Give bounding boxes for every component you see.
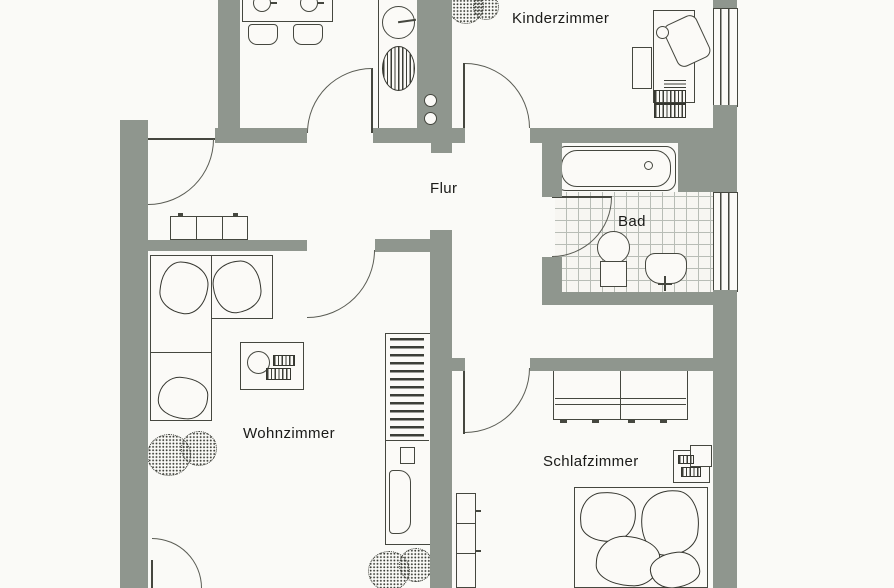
wall-right-c bbox=[713, 290, 737, 588]
shelf-divider bbox=[386, 440, 429, 442]
room-label-schlafzimmer: Schlafzimmer bbox=[543, 453, 639, 470]
shelf-divider bbox=[457, 523, 475, 525]
wardrobe-foot bbox=[560, 420, 567, 423]
hifi-speaker bbox=[678, 455, 694, 464]
wall-flur-top-stub bbox=[431, 143, 452, 153]
wall-bad-left-top bbox=[542, 143, 562, 197]
cup-handle bbox=[270, 2, 277, 4]
wall-left bbox=[120, 120, 148, 588]
plant bbox=[399, 548, 433, 582]
room-label-wohnzimmer: Wohnzimmer bbox=[243, 425, 336, 442]
washbasin bbox=[597, 231, 630, 264]
wall-schlafzimmer-top bbox=[530, 358, 713, 371]
shelf-divider bbox=[457, 553, 475, 555]
wardrobe-foot bbox=[628, 420, 635, 423]
washbasin-pedestal bbox=[600, 261, 627, 287]
wall-corridor bbox=[430, 230, 452, 588]
wardrobe-rail bbox=[555, 404, 686, 406]
entry-door-swing bbox=[148, 139, 214, 205]
bathtub-inner bbox=[561, 150, 671, 187]
wall-right-a bbox=[713, 0, 737, 8]
wardrobe-divider bbox=[620, 369, 622, 419]
bathtub-drain bbox=[644, 161, 653, 170]
shaft-symbol bbox=[424, 112, 437, 125]
books bbox=[390, 338, 424, 438]
wall-tub-right bbox=[678, 143, 713, 192]
wall-flur-top-c bbox=[530, 128, 715, 143]
kinderzimmer-window bbox=[713, 8, 738, 107]
sideboard bbox=[170, 216, 248, 240]
entry-door-leaf bbox=[148, 138, 215, 140]
wardrobe-foot bbox=[660, 420, 667, 423]
bedroom-shelf bbox=[456, 493, 476, 588]
magazines bbox=[266, 368, 291, 380]
wall-kitchen-left bbox=[218, 0, 240, 128]
wall-schlafzimmer-top-stub bbox=[450, 358, 465, 371]
bad-window bbox=[713, 192, 738, 292]
wall-wohnzimmer-top bbox=[148, 240, 307, 251]
kitchen-door-swing bbox=[307, 68, 372, 133]
side-table bbox=[632, 47, 652, 89]
bowl bbox=[247, 351, 270, 374]
kinderzimmer-door-leaf bbox=[463, 63, 465, 129]
wall-bad-left-bottom bbox=[542, 257, 562, 292]
room-label-bad: Bad bbox=[618, 213, 646, 230]
plant bbox=[181, 431, 217, 466]
wall-flur-top-b bbox=[373, 128, 465, 143]
cup-handle bbox=[317, 2, 324, 4]
hifi-speaker bbox=[681, 467, 701, 477]
wall-bad-bottom bbox=[542, 292, 737, 305]
wall-flur-wohnzimmer bbox=[375, 239, 430, 252]
sideboard-divider bbox=[196, 217, 198, 239]
drawer-container bbox=[654, 104, 686, 118]
paper-tray bbox=[664, 80, 686, 89]
sideboard-knob bbox=[178, 213, 183, 216]
stove-fixture bbox=[382, 46, 415, 91]
magazines bbox=[273, 355, 295, 366]
plant bbox=[368, 551, 410, 588]
plant bbox=[473, 0, 499, 20]
desk-lamp bbox=[656, 26, 669, 39]
kinderzimmer-door-swing bbox=[465, 63, 530, 128]
toilet-flush-cross bbox=[658, 283, 672, 285]
wall-right-b bbox=[713, 105, 737, 192]
toilet bbox=[645, 253, 687, 284]
balcony-door-leaf bbox=[151, 560, 153, 588]
wall-flur-top-a bbox=[215, 128, 307, 143]
bad-door-leaf bbox=[552, 196, 612, 198]
wohnzimmer-door-swing bbox=[307, 250, 375, 318]
wardrobe-foot bbox=[592, 420, 599, 423]
sideboard-knob bbox=[233, 213, 238, 216]
drawer-container bbox=[654, 90, 686, 104]
schlafzimmer-door-swing bbox=[465, 368, 530, 433]
room-label-flur: Flur bbox=[430, 180, 458, 197]
sideboard-divider bbox=[222, 217, 224, 239]
chair bbox=[293, 24, 323, 45]
shaft-symbol bbox=[424, 94, 437, 107]
chair bbox=[248, 24, 278, 45]
schlafzimmer-door-leaf bbox=[463, 368, 465, 434]
shelf-tick bbox=[476, 510, 481, 512]
balcony-door-swing bbox=[152, 538, 202, 588]
tv bbox=[389, 470, 411, 534]
wardrobe-rail bbox=[555, 398, 686, 400]
shelf-box bbox=[400, 447, 415, 464]
room-label-kinderzimmer: Kinderzimmer bbox=[512, 10, 610, 27]
sofa-divider bbox=[151, 352, 211, 354]
shelf-tick bbox=[476, 550, 481, 552]
